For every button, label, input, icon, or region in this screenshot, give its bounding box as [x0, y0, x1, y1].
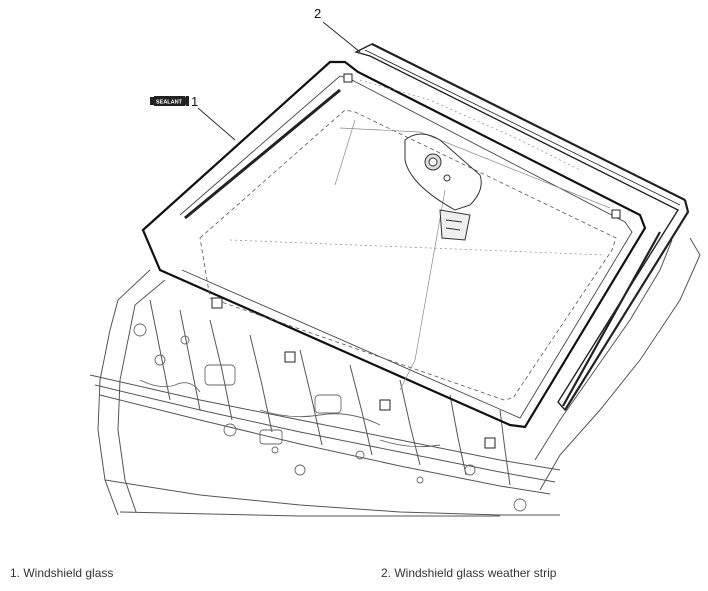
- weather-strip: [354, 43, 690, 412]
- legend-item-1: 1. Windshield glass: [10, 566, 114, 580]
- callout-1: 1: [191, 94, 199, 109]
- sealant-label: SEALANT: [156, 100, 183, 106]
- windshield-diagram: SEALANT: [89, 21, 701, 517]
- cowl-details: [133, 323, 527, 512]
- mirror-mount: [404, 133, 482, 241]
- leader-line-1: [197, 107, 236, 141]
- leader-line-2: [322, 21, 361, 53]
- windshield-glass: [141, 60, 661, 429]
- car-body: [89, 237, 701, 517]
- glass-center-lines: [229, 79, 611, 391]
- glass-clips: [211, 73, 621, 449]
- sealant-tube-icon: SEALANT: [150, 96, 189, 106]
- leader-lines: [197, 21, 361, 141]
- legend-item-2: 2. Windshield glass weather strip: [381, 566, 557, 580]
- callout-2: 2: [314, 6, 322, 21]
